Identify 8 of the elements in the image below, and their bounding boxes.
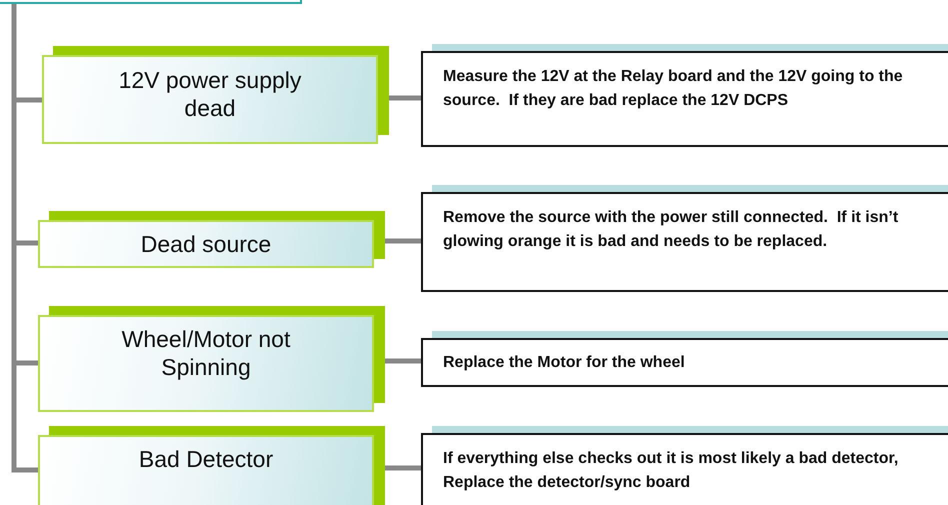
solution-text: Remove the source with the power still connected. If it isn’t glowing orange it is bad and needs to be replaced. (443, 208, 900, 252)
problem-text: Bad Detector (138, 445, 274, 473)
solution-text: If everything else checks out it is most likely a bad detector, Replace the detector/sync board (443, 449, 900, 493)
solution-text: Replace the Motor for the wheel (443, 353, 686, 373)
solution-text: Measure the 12V at the Relay board and the 12V going to the source. If they are bad replace the 12V DCPS (443, 67, 904, 111)
problem-text: 12V power supply dead (118, 66, 302, 122)
problem-text: Wheel/Motor not Spinning (120, 325, 292, 381)
problem-text: Dead source (140, 230, 272, 258)
